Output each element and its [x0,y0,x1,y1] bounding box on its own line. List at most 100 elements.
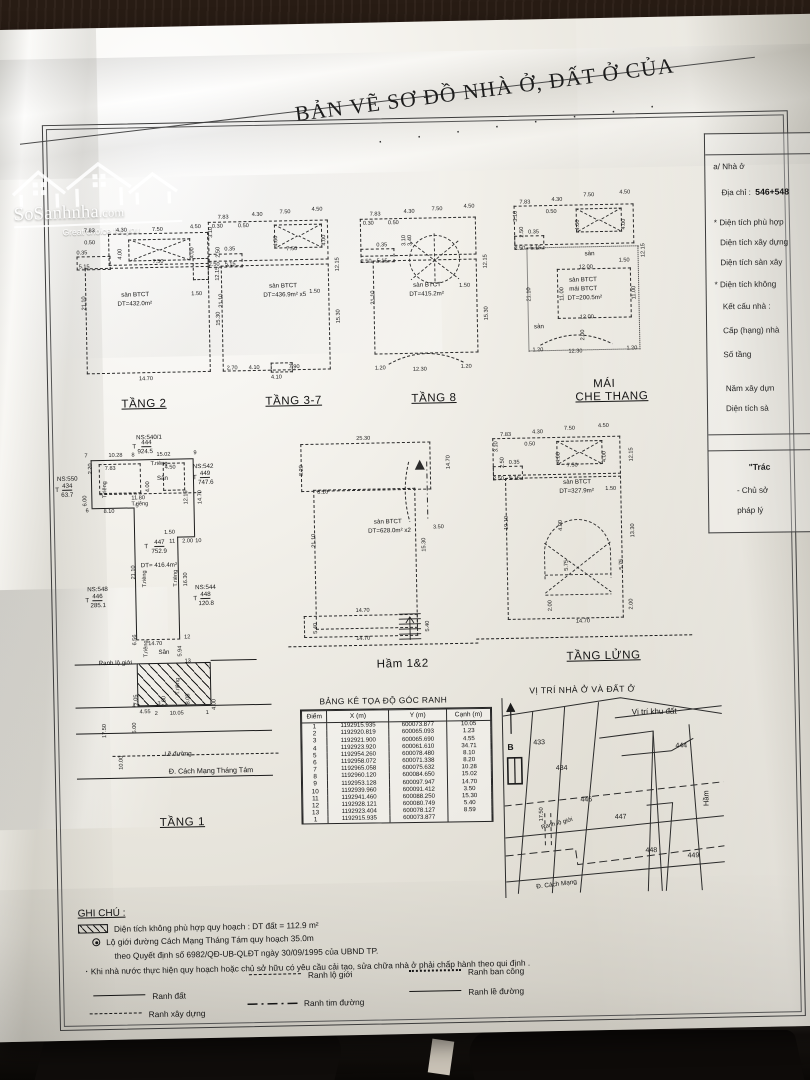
tang2-label: TẦNG 2 [121,397,167,411]
mai-dim-1-20b: 1.20 [626,345,638,352]
tang1-pt-11: 11 [169,538,176,545]
ham-dim-5-40a: 5.40 [312,622,320,634]
location-map-svg [502,697,726,894]
tang2-dim-0-35: 0.35 [76,250,88,257]
ham-ramp-icon [404,459,429,523]
tang1-trieng-1: T.riêng [102,481,109,499]
tang1-dim-17-50: 17.50 [101,724,109,739]
lung-dim-7-50: 7.50 [563,425,575,432]
legend-label-5: Ranh lề đường [468,985,525,997]
tang1-dim-1-50: 1.50 [163,529,175,536]
legend-dash-dot-line-icon [247,1002,300,1006]
tang1-dim-7-83: 7.83 [104,465,116,473]
tang1-dim-2-00b: 2.00 [161,695,168,707]
tang8-dim-15-30: 15.30 [483,306,490,321]
tang1-pt-7: 7 [84,453,88,460]
foreground-object-right [463,1030,807,1080]
tang1-pt-9: 9 [193,450,197,457]
info-section-a: a/ Nhà ở [713,161,745,172]
coord-cell-x: 1192915.935 [328,815,391,824]
legend-item-1: Ranh lộ giới [248,964,353,984]
tang2-dim-21-10: 21.10 [81,296,88,311]
tang1-neighbor-4-area: 120.8 [198,599,215,608]
tang1-dim-12-15: 12.15 [183,490,190,505]
mai-dim-12-15: 12.15 [640,243,647,258]
ham-slab-text: sàn BTCT [373,518,402,526]
plan-tang-2: 7.83 4.30 7.50 4.50 0.50 4.00 4.00 7.50 … [0,14,810,411]
mai-slab-text: sàn BTCT [568,276,597,284]
lung-dim-3-10: 3.10 [493,441,500,453]
tang37-dim-0-35: 0.35 [224,246,236,253]
lung-area-text: DT=327.9m² [559,487,594,495]
ham-dim-14-70a: 14.70 [445,455,452,470]
legend-label-2: Ranh ban công [467,965,525,977]
tang1-trieng-4: T.riêng [141,570,149,588]
tang1-parcel-num: 447 [154,538,165,548]
tang1-pt-6: 6 [85,508,89,515]
info-row-2: Diện tích sàn xây [720,257,783,268]
tang1-dim-14-70b: 14.70 [148,640,163,648]
tang8-label: TẦNG 8 [411,391,457,405]
map-parcel-449: 449 [687,852,700,860]
lung-dim-14-70: 14.70 [575,618,590,625]
coord-th-x: X (m) [326,709,390,723]
hatch-swatch-icon [77,924,109,934]
tang37-dim-4-10b: 4.10 [270,374,282,381]
coord-cell-canh [447,814,493,822]
tang2-dim-7-50b: 7.50 [152,258,164,266]
legend-dotted-line-icon [408,969,461,973]
lung-void-icon [544,519,612,596]
tang2-dim-4-50: 4.50 [189,224,201,231]
ham-dim-8-20: 8.20 [298,465,305,477]
ham-side-label: Hầm [701,790,711,807]
tang1-dim-4-55: 4.55 [139,709,151,716]
tang37-dim-4-10: 4.10 [248,364,260,372]
tang8-dim-0-35: 0.35 [376,242,388,249]
map-parcel-446: 446 [580,796,593,804]
info-row-7: Năm xây dựn [725,383,775,394]
lung-dim-2-00a: 2.00 [547,600,554,612]
tang1-pt-2: 2 [154,710,158,718]
ham-area-text: DT=628.0m² x2 [367,526,411,535]
coord-th-diem: Điểm [301,710,328,724]
lung-dim-4-30: 4.30 [532,429,544,436]
location-map: B 433 434 444 446 447 448 449 Ranh lộ gi… [501,693,726,899]
tang1-trieng-6: T.riêng [143,640,150,658]
tang1-dim-4-00: 4.00 [145,481,152,493]
legend-label-1: Ranh lộ giới [307,969,353,981]
tang8-slab-text: sàn BTCT [413,281,442,289]
tang1-neighbor-4-t: T [193,595,198,603]
tang2-dim-1-50: 1.50 [191,291,203,298]
tang1-dim-8-10: 8.10 [103,508,115,516]
notes-block: GHI CHÚ : Diện tích không phù hợp quy ho… [78,898,625,1028]
tang37-dim-7-50b: 7.50 [286,246,298,253]
tang8-dim-7-50: 7.50 [431,206,443,213]
tang1-pt-12: 12 [184,634,191,641]
mai-dim-2-00: 2.00 [580,329,587,341]
tang1-street-name: Đ. Cách Mạng Tháng Tám [168,765,254,776]
legend-item-2: Ranh ban công [408,961,525,981]
info-panel: a/ Nhà ở Địa chỉ : 546+548 * Diện tích p… [703,132,810,534]
lung-dim-2-50b: 2.50 [499,457,506,469]
mai-dim-2-50b: 2.50 [518,226,526,238]
tang8-arc-icon [388,353,465,365]
tang1-pt-13: 13 [184,658,191,665]
mai-dim-12-00b: 12.00 [579,314,594,321]
info-row-3: * Diện tích không [714,279,777,290]
legend-label-4: Ranh tim đường [303,997,365,1009]
mai-dim-11-00b: 11.00 [631,285,638,300]
mai-roof-text: mái BTCT [569,285,598,293]
tang8-dim-21-10: 21.10 [370,290,377,305]
tang37-dim-4-30: 4.30 [251,211,263,219]
mai-san-text-2: sàn [533,323,545,331]
tang2-dim-4-00a: 4.00 [117,248,124,260]
tang37-slab-text: sàn BTCT [269,282,298,290]
ham-dim-14-70b: 14.70 [355,607,370,615]
mai-dim-0-35: 0.35 [528,229,540,236]
tang1-neighbor-3-area: 285.1 [90,602,107,610]
tang2-area-text: DT=432.0m² [117,300,153,308]
tang1-dim-8-05: 8.05 [185,693,192,705]
tang1-pt-5: 5 [135,503,139,510]
mai-stair-cross-icon [575,207,623,233]
